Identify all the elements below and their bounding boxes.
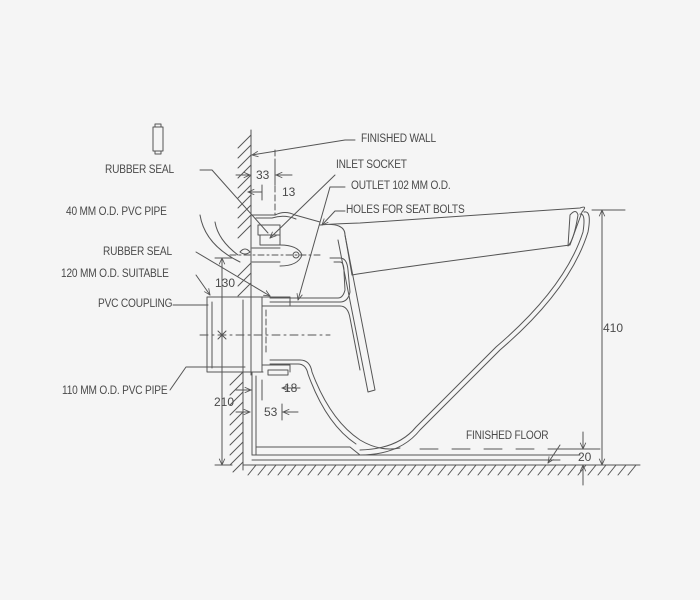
- dimension-13: 13: [282, 185, 296, 199]
- toilet-bowl: [269, 206, 590, 456]
- pvc-pipe-40: [199, 214, 241, 263]
- label-pvc-pipe-40: 40 MM O.D. PVC PIPE: [66, 206, 167, 218]
- rubber-seal-icon: [152, 123, 164, 155]
- leader-lines: [169, 139, 561, 463]
- label-finished-wall: FINISHED WALL: [361, 133, 436, 145]
- label-inlet-socket: INLET SOCKET: [336, 159, 407, 171]
- label-120mm-suitable: 120 MM O.D. SUITABLE: [61, 268, 169, 280]
- label-pvc-pipe-110: 110 MM O.D. PVC PIPE: [62, 385, 168, 397]
- inlet-socket: [239, 212, 321, 267]
- dimension-130: 130: [215, 276, 236, 290]
- label-finished-floor: FINISHED FLOOR: [466, 430, 549, 442]
- dimension-410: 410: [603, 321, 624, 335]
- pvc-coupling: [206, 296, 361, 376]
- dimension-20: 20: [578, 450, 592, 464]
- label-rubber-seal-mid: RUBBER SEAL: [103, 246, 172, 258]
- mounting-frame: [251, 371, 581, 461]
- dimension-18: 18: [284, 381, 298, 395]
- label-outlet-102: OUTLET 102 MM O.D.: [351, 180, 451, 192]
- label-pvc-coupling: PVC COUPLING: [98, 298, 173, 310]
- dimension-33: 33: [256, 168, 270, 182]
- floor-hatching: [242, 464, 641, 476]
- label-holes-seat-bolts: HOLES FOR SEAT BOLTS: [346, 204, 465, 216]
- dimension-53: 53: [264, 405, 278, 419]
- wall-hatching: [229, 129, 252, 473]
- dimension-lines: [214, 164, 626, 486]
- label-rubber-seal-top: RUBBER SEAL: [105, 164, 174, 176]
- dimension-210: 210: [214, 395, 235, 409]
